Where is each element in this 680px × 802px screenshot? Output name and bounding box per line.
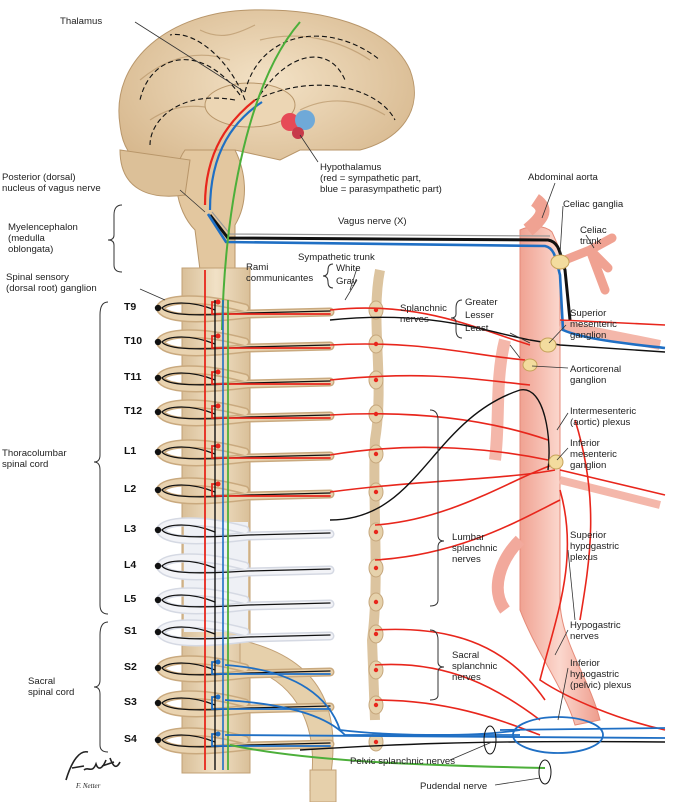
aorta [519,226,601,726]
label-greater: Greater [465,297,498,308]
label-sympathetic-trunk: Sympathetic trunk [298,252,375,263]
segment-label-s2: S2 [124,661,137,673]
label-posterior-nucleus: Posterior (dorsal) nucleus of vagus nerv… [2,172,101,194]
label-inferior-mesenteric-ganglion: Inferior mesenteric ganglion [570,438,617,471]
label-hypogastric-nerves: Hypogastric nerves [570,620,621,642]
label-gray: Gray [336,276,357,287]
label-aorticorenal-ganglion: Aorticorenal ganglion [570,364,622,386]
label-thoracolumbar-spinal-cord: Thoracolumbar spinal cord [2,448,67,470]
segment-label-s1: S1 [124,625,137,637]
label-celiac-ganglia: Celiac ganglia [563,199,624,210]
label-sacral-spinal-cord: Sacral spinal cord [28,676,75,698]
label-white: White [336,263,361,274]
signature-mark: F. Netter [65,751,121,790]
segment-label-t11: T11 [124,371,142,383]
signature-text: F. Netter [75,782,101,790]
label-inferior-hypogastric-plexus: Inferior hypogastric (pelvic) plexus [570,658,632,691]
segment-label-s4: S4 [124,733,137,745]
label-spinal-sensory-ganglion: Spinal sensory (dorsal root) ganglion [6,272,97,294]
label-lesser: Lesser [465,310,494,321]
label-abdominal-aorta: Abdominal aorta [528,172,598,183]
label-rami-communicantes: Rami communicantes [246,262,314,284]
label-pelvic-splanchnic-nerves: Pelvic splanchnic nerves [350,756,456,767]
label-superior-mesenteric-ganglion: Superior mesenteric ganglion [570,308,617,341]
label-superior-hypogastric-plexus: Superior hypogastric plexus [570,530,620,563]
segment-label-l5: L5 [124,593,137,605]
label-vagus-nerve: Vagus nerve (X) [338,216,407,227]
segment-label-t9: T9 [124,301,137,313]
segment-label-l4: L4 [124,559,137,571]
segment-label-s3: S3 [124,696,137,708]
label-pudendal-nerve: Pudendal nerve [420,781,488,792]
segment-label-l3: L3 [124,523,137,535]
segment-label-t10: T10 [124,335,143,347]
label-splanchnic-nerves: Splanchnic nerves [400,303,447,325]
label-sacral-splanchnic-nerves: Sacral splanchnic nerves [452,650,498,683]
segment-label-t12: T12 [124,405,143,417]
label-lumbar-splanchnic-nerves: Lumbar splanchnic nerves [452,532,498,565]
label-intermesenteric-plexus: Intermesenteric (aortic) plexus [570,406,637,428]
label-thalamus: Thalamus [60,16,103,27]
label-least: Least [465,323,489,334]
label-hypothalamus: Hypothalamus (red = sympathetic part, bl… [320,162,442,195]
label-celiac-trunk: Celiac trunk [580,225,607,247]
label-myelencephalon: Myelencephalon (medulla oblongata) [8,222,78,255]
segment-label-l1: L1 [124,445,137,457]
segment-label-l2: L2 [124,483,137,495]
